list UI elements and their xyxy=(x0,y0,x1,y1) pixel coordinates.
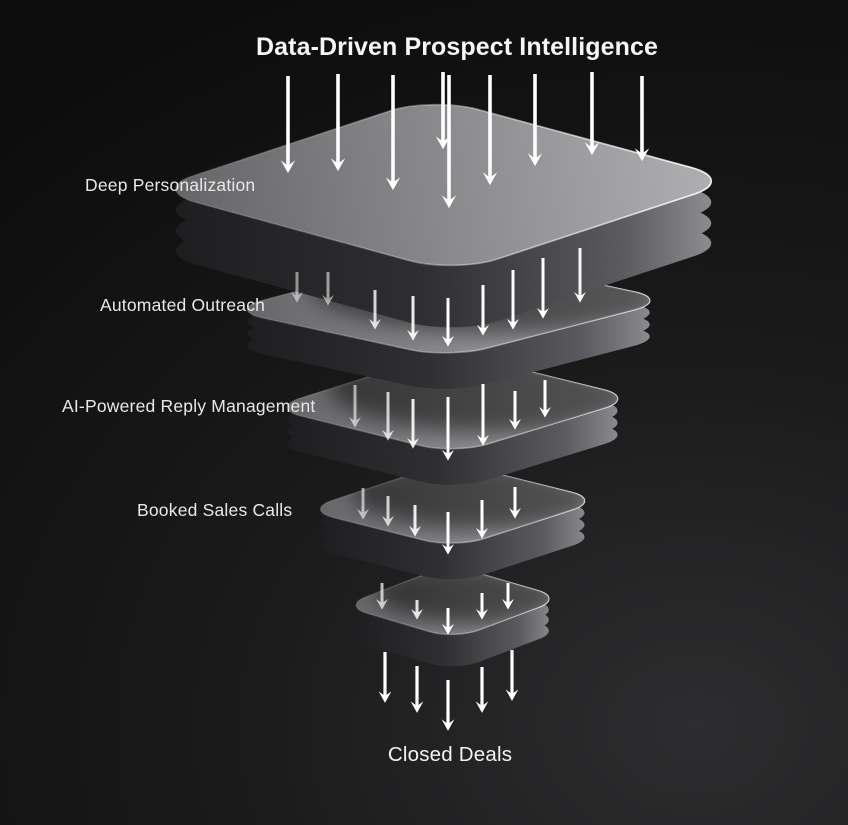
stage-label-ai-powered-reply-management: AI-Powered Reply Management xyxy=(62,396,316,416)
stage-label-automated-outreach: Automated Outreach xyxy=(100,295,266,315)
diagram-title: Data-Driven Prospect Intelligence xyxy=(255,33,659,61)
down-arrows-group xyxy=(280,72,650,731)
outcome-label-closed-deals: Closed Deals xyxy=(387,743,513,766)
stage-label-booked-sales-calls: Booked Sales Calls xyxy=(137,500,293,520)
stage-label-deep-personalization: Deep Personalization xyxy=(85,175,256,195)
